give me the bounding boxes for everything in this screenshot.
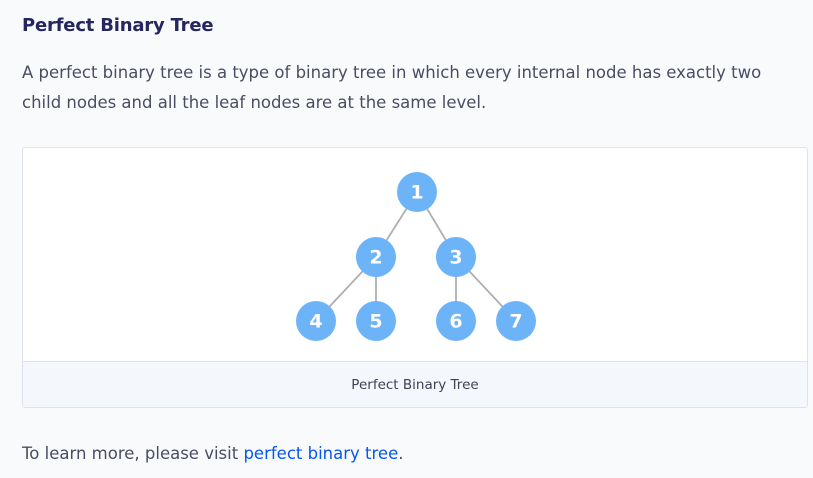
footer-text: To learn more, please visit perfect bina… [22,444,403,463]
section-heading: Perfect Binary Tree [22,15,214,36]
tree-node-label: 7 [509,311,522,333]
tree-node-5: 5 [356,301,396,341]
tree-node-circle [436,301,476,341]
tree-node-circle [436,237,476,277]
tree-node-circle [397,172,437,212]
tree-node-label: 1 [410,182,423,204]
figure-caption: Perfect Binary Tree [23,361,807,407]
tree-node-1: 1 [397,172,437,212]
perfect-binary-tree-link[interactable]: perfect binary tree [243,444,399,463]
tree-node-label: 2 [369,247,382,269]
tree-node-circle [496,301,536,341]
section-description: A perfect binary tree is a type of binar… [22,63,762,112]
tree-node-circle [296,301,336,341]
tree-node-circle [356,301,396,341]
footer-suffix: . [398,444,404,463]
tree-node-2: 2 [356,237,396,277]
tree-node-7: 7 [496,301,536,341]
tree-node-label: 5 [369,311,382,333]
tree-node-label: 4 [309,311,322,333]
tree-node-label: 3 [449,247,462,269]
tree-diagram: 1 2 3 4 5 6 7 [296,172,536,341]
tree-figure: 1 2 3 4 5 6 7 Perfect Binary Tree [22,147,808,408]
tree-node-6: 6 [436,301,476,341]
footer-prefix: To learn more, please visit [22,444,244,463]
tree-node-label: 6 [449,311,462,333]
tree-node-circle [356,237,396,277]
tree-node-4: 4 [296,301,336,341]
tree-node-3: 3 [436,237,476,277]
